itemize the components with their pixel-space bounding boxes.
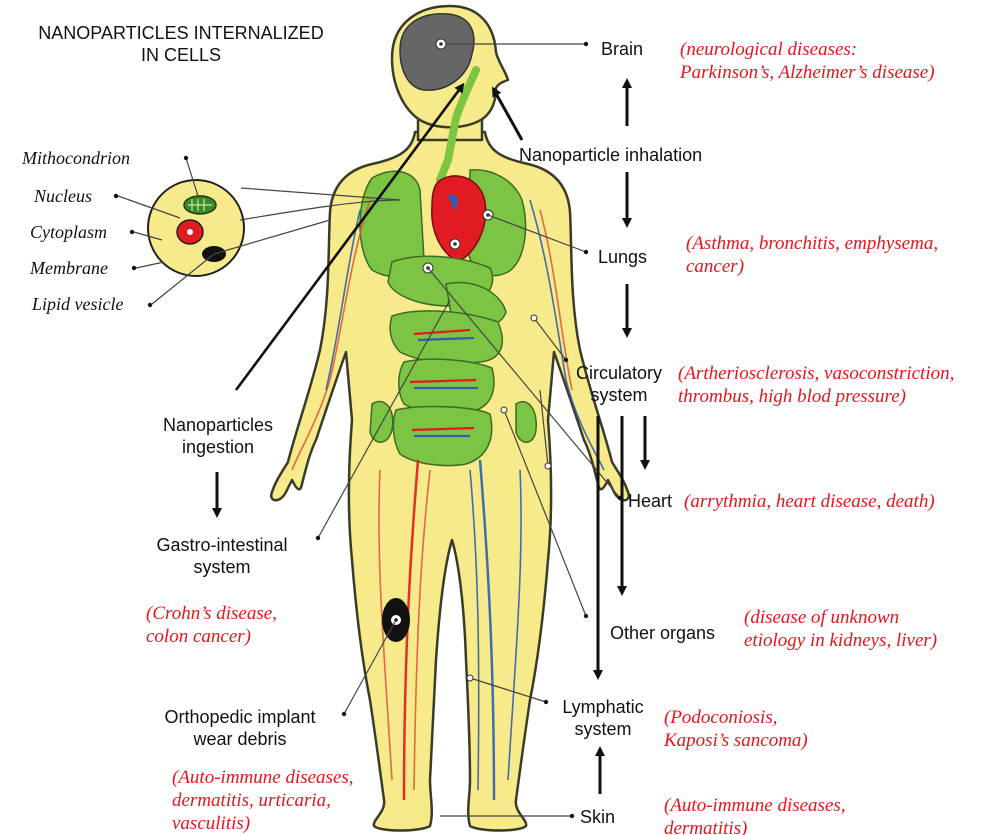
cell-label-membrane: Membrane <box>30 258 108 278</box>
cell-diagram <box>148 180 244 276</box>
title-line-2: IN CELLS <box>0 44 362 66</box>
disease-implant-line-1: (Auto-immune diseases, <box>172 766 354 789</box>
cell-label-nucleus: Nucleus <box>34 186 92 206</box>
disease-circulatory-line-1: (Artheriosclerosis, vasoconstriction, <box>678 362 954 385</box>
route-ingestion: Nanoparticles ingestion <box>138 414 298 458</box>
gi-line-2: system <box>132 556 312 578</box>
disease-lymphatic: (Podoconiosis, Kaposi’s sancoma) <box>664 706 808 752</box>
disease-other: (disease of unknown etiology in kidneys,… <box>744 606 937 652</box>
diagram-title: NANOPARTICLES INTERNALIZED IN CELLS <box>0 22 362 66</box>
lymphatic-line-1: Lymphatic <box>538 696 668 718</box>
disease-lymphatic-line-2: Kaposi’s sancoma) <box>664 729 808 752</box>
disease-implant: (Auto-immune diseases, dermatitis, urtic… <box>172 766 354 835</box>
disease-circulatory: (Artheriosclerosis, vasoconstriction, th… <box>678 362 954 408</box>
disease-lymphatic-line-1: (Podoconiosis, <box>664 706 808 729</box>
disease-heart-line-1: (arrythmia, heart disease, death) <box>684 490 935 513</box>
disease-skin-line-2: dermatitis) <box>664 817 846 835</box>
circulatory-line-1: Circulatory <box>566 362 672 384</box>
organ-lungs: Lungs <box>598 246 647 268</box>
disease-implant-line-3: vasculitis) <box>172 812 354 835</box>
cell-label-mitochondrion: Mithocondrion <box>22 148 130 168</box>
organ-brain: Brain <box>601 38 643 60</box>
organ-skin: Skin <box>580 806 615 828</box>
disease-brain-line-1: (neurological diseases: <box>680 38 935 61</box>
circulatory-line-2: system <box>566 384 672 406</box>
organ-gi: Gastro-intestinal system <box>132 534 312 578</box>
gi-line-1: Gastro-intestinal <box>132 534 312 556</box>
disease-gi-line-1: (Crohn’s disease, <box>146 602 277 625</box>
disease-other-line-2: etiology in kidneys, liver) <box>744 629 937 652</box>
organ-lymphatic: Lymphatic system <box>538 696 668 740</box>
disease-lungs-line-2: cancer) <box>686 255 938 278</box>
organ-implant: Orthopedic implant wear debris <box>140 706 340 750</box>
route-inhalation: Nanoparticle inhalation <box>519 144 702 166</box>
organ-other: Other organs <box>610 622 715 644</box>
disease-brain: (neurological diseases: Parkinson’s, Alz… <box>680 38 935 84</box>
implant-line-1: Orthopedic implant <box>140 706 340 728</box>
disease-skin: (Auto-immune diseases, dermatitis) <box>664 794 846 835</box>
cell-label-cytoplasm: Cytoplasm <box>30 222 107 242</box>
cell-label-lipid-vesicle: Lipid vesicle <box>32 294 123 314</box>
implant-line-2: wear debris <box>140 728 340 750</box>
disease-circulatory-line-2: thrombus, high blod pressure) <box>678 385 954 408</box>
disease-heart: (arrythmia, heart disease, death) <box>684 490 935 513</box>
disease-lungs-line-1: (Asthma, bronchitis, emphysema, <box>686 232 938 255</box>
disease-lungs: (Asthma, bronchitis, emphysema, cancer) <box>686 232 938 278</box>
organ-circulatory: Circulatory system <box>566 362 672 406</box>
ingestion-line-2: ingestion <box>138 436 298 458</box>
disease-other-line-1: (disease of unknown <box>744 606 937 629</box>
disease-skin-line-1: (Auto-immune diseases, <box>664 794 846 817</box>
disease-brain-line-2: Parkinson’s, Alzheimer’s disease) <box>680 61 935 84</box>
disease-implant-line-2: dermatitis, urticaria, <box>172 789 354 812</box>
disease-gi: (Crohn’s disease, colon cancer) <box>146 602 277 648</box>
title-line-1: NANOPARTICLES INTERNALIZED <box>0 22 362 44</box>
lymphatic-line-2: system <box>538 718 668 740</box>
disease-gi-line-2: colon cancer) <box>146 625 277 648</box>
ingestion-line-1: Nanoparticles <box>138 414 298 436</box>
organ-heart: Heart <box>628 490 672 512</box>
